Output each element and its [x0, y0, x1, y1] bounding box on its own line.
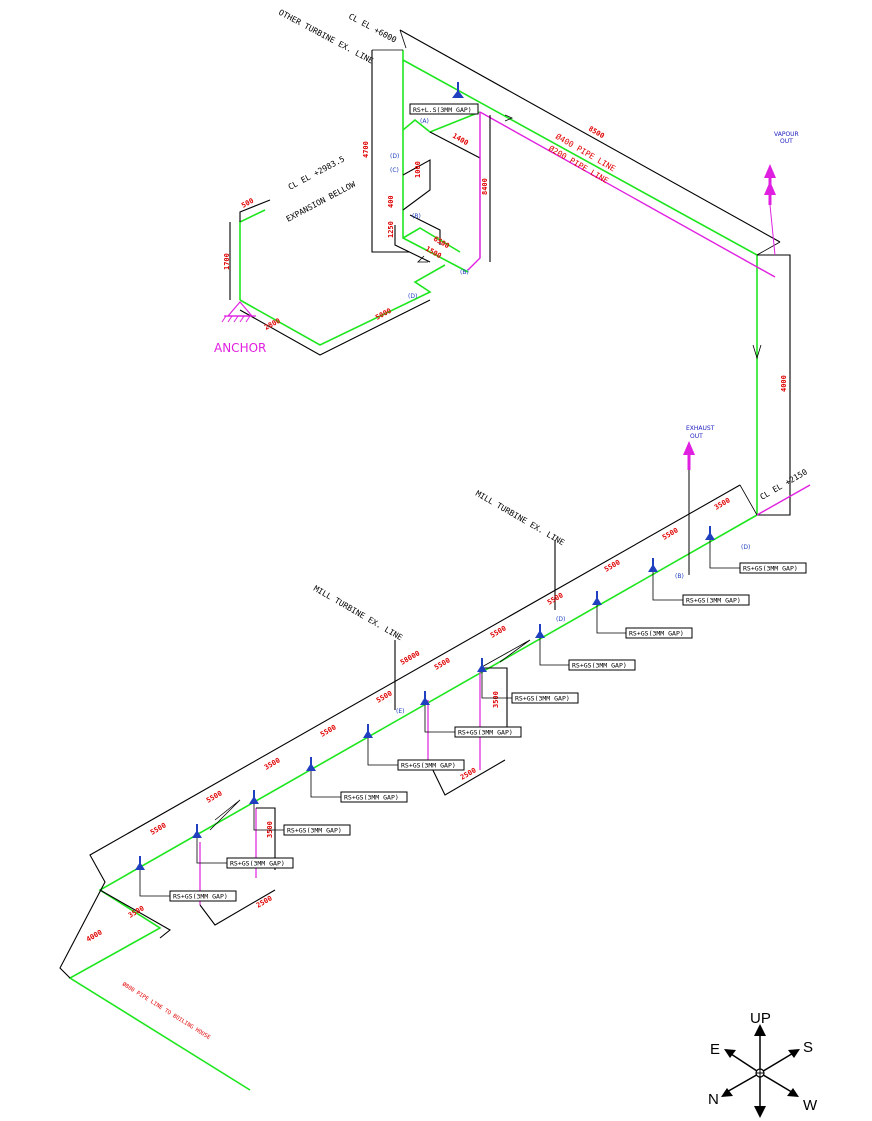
compass-n: N: [708, 1091, 719, 1108]
pipe-support: [648, 558, 683, 601]
lower-header-system: CL EL +2150 MILL TURBINE EX. LINE MILL T…: [59, 425, 811, 1091]
pipe-support: [135, 856, 170, 897]
pipe-support: [477, 658, 512, 699]
dim-1000: 1000: [414, 161, 422, 178]
dim-1500: 1500: [424, 245, 443, 260]
mill-turbine-label-2: MILL TURBINE EX. LINE: [312, 584, 404, 642]
pipe-to-anchor: [239, 264, 446, 346]
marker-e: (E): [396, 708, 404, 715]
rsgs-tag-text: RS+GS(3MM GAP): [686, 597, 741, 605]
cl-el-right-label: CL EL +2150: [759, 467, 810, 501]
svg-text:OUT: OUT: [690, 433, 703, 440]
dim-3500-b: 3500: [263, 756, 282, 771]
marker-b: (B): [412, 213, 421, 220]
rsgs-tag: RS+GS(3MM GAP): [226, 857, 294, 869]
vapour-out-vent: VAPOUR OUT: [764, 131, 799, 256]
pipe-support: [420, 691, 455, 733]
marker-d-3: (D): [741, 544, 750, 551]
rsgs-tag: RS+GS(3MM GAP): [511, 692, 579, 704]
dim-5500-g: 5500: [319, 723, 338, 738]
compass-up: UP: [750, 1010, 771, 1027]
cl-el-left-label: CL EL +2983.5: [287, 154, 347, 191]
anchor-symbol: [221, 301, 256, 323]
dim-5500-i: 5500: [149, 821, 168, 836]
header-dim-line: [59, 484, 741, 979]
support-tags: RS+GS(3MM GAP) RS+GS(3MM GAP) RS+GS(3MM GA…: [135, 526, 807, 902]
compass-w: W: [803, 1097, 818, 1114]
rsgs-tag-text: RS+GS(3MM GAP): [173, 893, 228, 901]
exhaust-out-vent: EXHAUST OUT: [683, 425, 715, 575]
dim-line-4000: [757, 254, 791, 516]
dim-8500: 8500: [587, 125, 606, 140]
dim-3500-d: 3500: [492, 691, 500, 708]
dim-2800: 2800: [263, 317, 282, 332]
anchor-label: ANCHOR: [214, 341, 266, 355]
rsgs-tag: RS+GS(3MM GAP): [739, 562, 807, 574]
rsgs-tag-text: RS+GS(3MM GAP): [458, 729, 513, 737]
dim-1250: 1250: [387, 221, 395, 238]
upper-pipe-system: ANCHOR OTHER TURBINE EX. LINE CL EL +600…: [214, 8, 799, 516]
rsgs-tag: RS+GS(3MM GAP): [625, 627, 693, 639]
rsgs-tag-text: RS+GS(3MM GAP): [515, 695, 570, 703]
dim-5500-h: 5500: [205, 789, 224, 804]
marker-a: (A): [420, 118, 429, 125]
rsgs-tag-text: RS+GS(3MM GAP): [401, 762, 456, 770]
dim-58000: 58000: [399, 649, 421, 666]
svg-text:OUT: OUT: [780, 138, 793, 145]
mill-turbine-label-1: MILL TURBINE EX. LINE: [474, 489, 566, 547]
dim-500: 500: [240, 197, 255, 210]
rsgs-tag: RS+GS(3MM GAP): [568, 659, 636, 671]
tag-rs-top: RS+L.S(3MM GAP): [409, 103, 479, 115]
cl-el-top-label: CL EL +6000: [347, 12, 398, 45]
dim-4000-right: 4000: [780, 375, 788, 392]
rsgs-tag: RS+GS(3MM GAP): [397, 759, 465, 771]
support-top: [452, 82, 464, 98]
pipe-support: [306, 757, 341, 798]
svg-text:RS+L.S(3MM GAP): RS+L.S(3MM GAP): [413, 106, 472, 114]
marker-d-4: (D): [556, 616, 565, 623]
pipe-support: [363, 724, 398, 766]
rsgs-tag-text: RS+GS(3MM GAP): [629, 630, 684, 638]
dim-3500-e: 3500: [266, 821, 274, 838]
rsgs-tag: RS+GS(3MM GAP): [340, 791, 408, 803]
rsgs-tag: RS+GS(3MM GAP): [454, 726, 522, 738]
dim-8400: 8400: [481, 178, 489, 195]
marker-c: (C): [390, 167, 399, 174]
marker-b-2: (B): [460, 269, 469, 276]
rsgs-tag-text: RS+GS(3MM GAP): [287, 827, 342, 835]
header-pipe: [68, 514, 758, 1091]
pipe-400-main: [402, 50, 758, 515]
rsgs-tag-text: RS+GS(3MM GAP): [230, 860, 285, 868]
pipe-support: [705, 526, 740, 569]
dim-1700: 1700: [223, 253, 231, 270]
pipe-support: [535, 624, 569, 666]
dim-5500-b: 5500: [603, 558, 622, 573]
marker-d-2: (D): [408, 293, 417, 300]
marker-b-3: (B): [675, 573, 684, 580]
rsgs-tag-text: RS+GS(3MM GAP): [344, 794, 399, 802]
marker-d-1: (D): [390, 153, 399, 160]
rsgs-tag: RS+GS(3MM GAP): [682, 594, 750, 606]
dim-line-8500: [399, 29, 781, 243]
boiling-house-label: Ø800 PIPE LINE TO BOILING HOUSE: [121, 981, 212, 1041]
dim-400: 400: [387, 195, 395, 208]
compass-s: S: [803, 1039, 813, 1056]
compass-rose: UP E S N W: [708, 1010, 818, 1118]
svg-text:VAPOUR: VAPOUR: [774, 131, 799, 138]
pipe-support: [249, 790, 284, 831]
rsgs-tag: RS+GS(3MM GAP): [283, 824, 351, 836]
pipe-support: [192, 824, 227, 864]
pipe-200-main: [479, 111, 776, 278]
rsgs-tag-text: RS+GS(3MM GAP): [743, 565, 798, 573]
svg-text:EXHAUST: EXHAUST: [686, 425, 715, 432]
rsgs-tag-text: RS+GS(3MM GAP): [572, 662, 627, 670]
compass-e: E: [710, 1041, 720, 1058]
dim-4700: 4700: [362, 141, 370, 158]
pipe-support: [592, 591, 626, 634]
dim-4000-b: 4000: [85, 928, 104, 943]
rsgs-tag: RS+GS(3MM GAP): [169, 890, 237, 902]
